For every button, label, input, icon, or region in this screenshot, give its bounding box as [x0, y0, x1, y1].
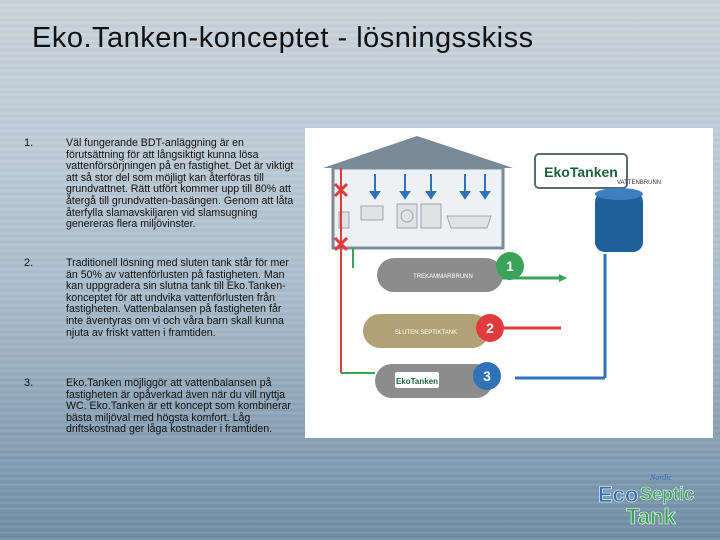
- house-body: [333, 168, 503, 248]
- stove-icon: [421, 204, 441, 228]
- item-number: 2.: [24, 258, 33, 270]
- item-text: Väl fungerande BDT-anläggning är en föru…: [66, 138, 294, 231]
- logo-tank: Tank: [626, 504, 676, 529]
- badge-1-label: 1: [506, 258, 514, 274]
- tank1-label: TREKAMMARBRUNN: [413, 274, 473, 280]
- washer-icon: [397, 204, 417, 228]
- logo-nordic: Nordic: [649, 473, 672, 482]
- brand-label: EkoTanken: [544, 164, 618, 180]
- list-item: 2. Traditionell lösning med sluten tank …: [0, 258, 300, 368]
- tank3-label: EkoTanken: [396, 377, 438, 386]
- list-item: 1. Väl fungerande BDT-anläggning är en f…: [0, 138, 300, 248]
- item-number: 3.: [24, 378, 33, 390]
- item-text: Eko.Tanken möjliggör att vattenbalansen …: [66, 378, 294, 436]
- item-number: 1.: [24, 138, 33, 150]
- bathtub-icon: [447, 216, 491, 228]
- logo-svg: Nordic Eco Septic Tank: [596, 470, 706, 530]
- logo-septic: Septic: [640, 484, 694, 504]
- house-roof: [323, 136, 513, 168]
- diagram-svg: EkoTanken VATTENBRUNN TREKAMMARBRUNN 1 S…: [305, 128, 713, 438]
- well-label: VATTENBRUNN: [617, 180, 661, 186]
- water-well: [595, 192, 643, 252]
- tank2-label: SLUTEN SEPTIKTANK: [395, 330, 457, 336]
- badge-3-label: 3: [483, 368, 491, 384]
- ecoseptictank-logo: Nordic Eco Septic Tank: [596, 470, 706, 530]
- sink-icon: [361, 206, 383, 220]
- list-item: 3. Eko.Tanken möjliggör att vattenbalans…: [0, 378, 300, 458]
- item-text: Traditionell lösning med sluten tank stå…: [66, 258, 294, 339]
- slide-title: Eko.Tanken-konceptet - lösningsskiss: [32, 22, 534, 55]
- badge-2-label: 2: [486, 320, 494, 336]
- water-well-top: [595, 188, 643, 200]
- solution-diagram: EkoTanken VATTENBRUNN TREKAMMARBRUNN 1 S…: [305, 128, 713, 438]
